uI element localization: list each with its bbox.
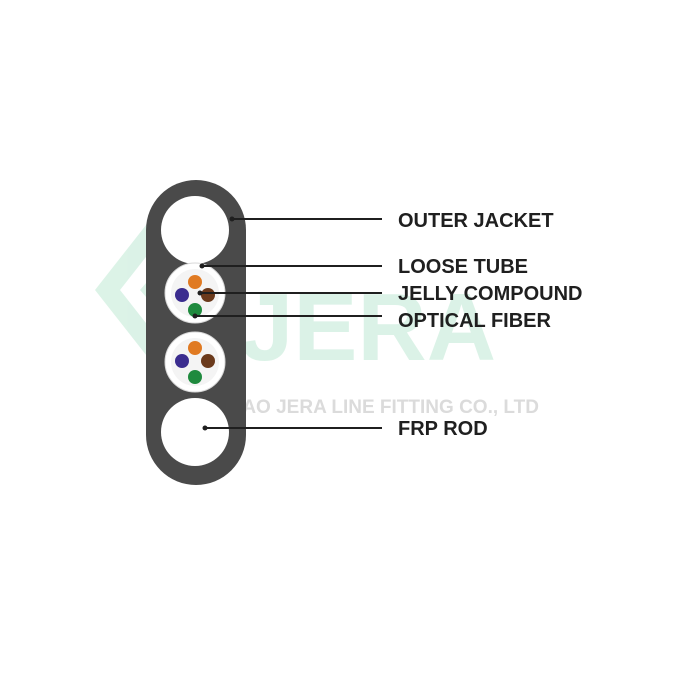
loose-tube-upper [164, 262, 226, 324]
leader-dot [229, 216, 235, 222]
optical-fiber-brown [201, 288, 215, 302]
leader-lines [195, 218, 382, 429]
frp-rod-top [161, 196, 229, 264]
frp-rod-bottom [161, 398, 229, 466]
watermark: JERA YUYAO JERA LINE FITTING CO., LTD [95, 220, 539, 418]
optical-fiber-orange [188, 275, 202, 289]
optical-fiber-green [188, 370, 202, 384]
jelly-compound-fill [171, 269, 219, 317]
leader-dot [202, 425, 208, 431]
watermark-company: YUYAO JERA LINE FITTING CO., LTD [205, 397, 539, 418]
leader-dots [192, 216, 235, 431]
label-outer-jacket: OUTER JACKET [398, 210, 554, 232]
leader-dot [192, 313, 198, 319]
optical-fiber-orange [188, 341, 202, 355]
cable [146, 180, 246, 485]
label-jelly-compound: JELLY COMPOUND [398, 283, 582, 305]
label-loose-tube: LOOSE TUBE [398, 256, 528, 278]
label-optical-fiber: OPTICAL FIBER [398, 310, 552, 332]
optical-fiber-green [188, 303, 202, 317]
leader-dot [197, 290, 203, 296]
optical-fiber-blue [175, 354, 189, 368]
jelly-compound-fill [171, 338, 219, 386]
loose-tube-lower [164, 331, 226, 393]
watermark-logo-text: JERA [240, 274, 496, 381]
label-frp-rod: FRP ROD [398, 418, 488, 440]
optical-fiber-brown [201, 354, 215, 368]
leader-dot [199, 263, 205, 269]
labels: OUTER JACKET LOOSE TUBE JELLY COMPOUND O… [398, 210, 582, 440]
optical-fiber-blue [175, 288, 189, 302]
